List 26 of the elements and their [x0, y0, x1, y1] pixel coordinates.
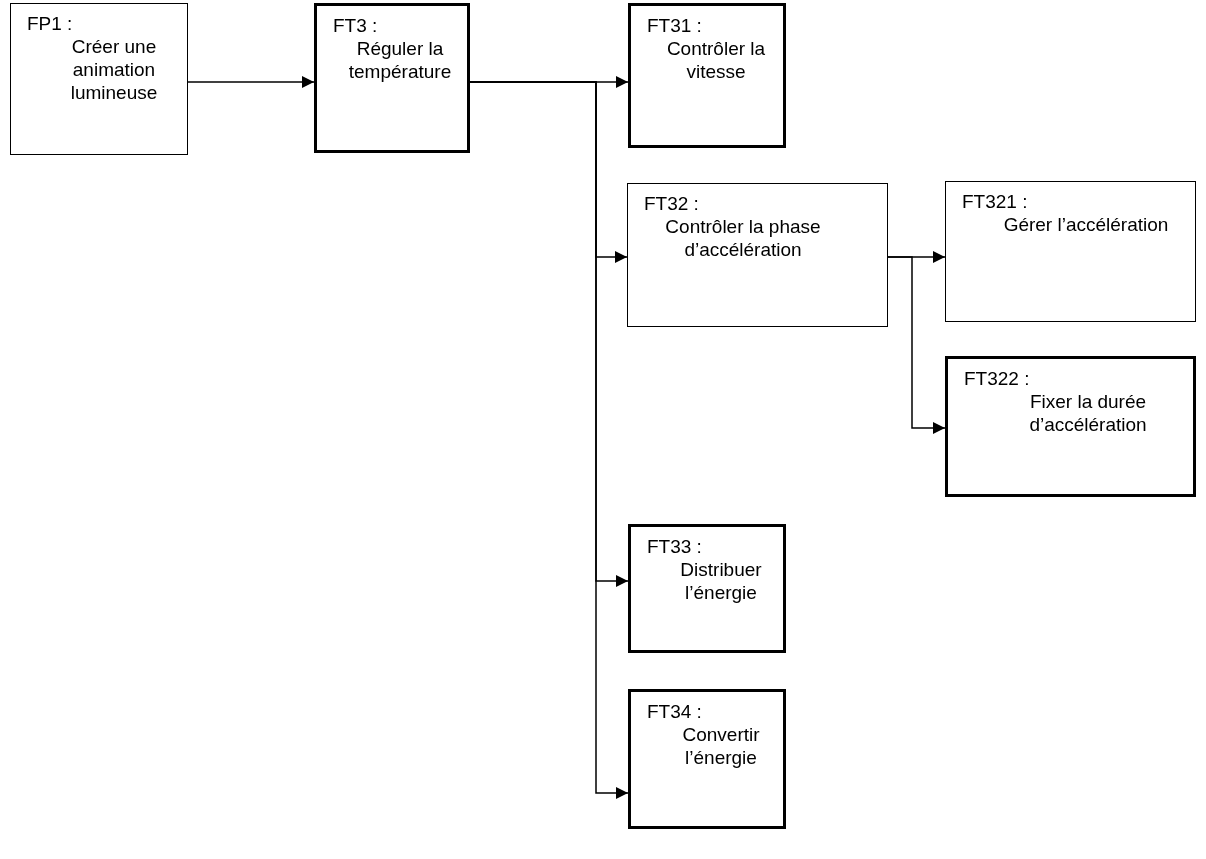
function-code: FT321 : — [962, 190, 1028, 213]
arrow — [887, 256, 946, 434]
function-box — [628, 3, 786, 148]
function-code: FT31 : — [647, 14, 702, 37]
function-box — [314, 3, 470, 153]
function-label: Contrôler la phase d’accélération — [664, 215, 822, 261]
function-code: FP1 : — [27, 12, 73, 35]
function-label: Convertir l’énergie — [681, 723, 761, 769]
function-code: FT3 : — [333, 14, 378, 37]
function-box — [628, 689, 786, 829]
function-code: FT34 : — [647, 700, 702, 723]
function-label: Distribuer l’énergie — [679, 558, 763, 604]
function-code: FT33 : — [647, 535, 702, 558]
function-box — [10, 3, 188, 155]
function-code: FT322 : — [964, 367, 1030, 390]
function-label: Contrôler la vitesse — [665, 37, 767, 83]
function-code: FT32 : — [644, 192, 699, 215]
function-box — [628, 524, 786, 653]
arrow — [187, 76, 315, 88]
function-box — [945, 181, 1196, 322]
function-label: Réguler la température — [347, 37, 453, 83]
function-label: Fixer la durée d’accélération — [1028, 390, 1148, 436]
function-box — [945, 356, 1196, 497]
function-label: Créer une animation lumineuse — [69, 35, 159, 104]
function-label: Gérer l’accélération — [1002, 213, 1170, 236]
function-box — [627, 183, 888, 327]
